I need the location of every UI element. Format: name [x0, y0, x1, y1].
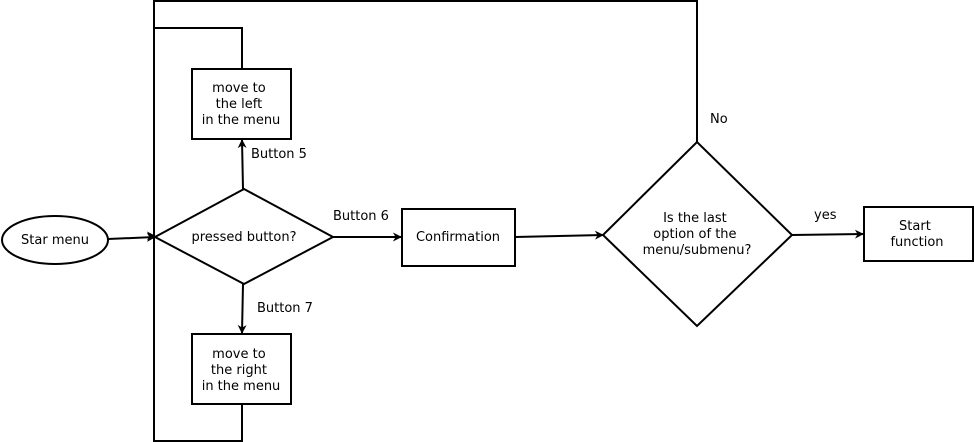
left-loop-line	[154, 27, 243, 69]
button5-label: Button 5	[251, 147, 307, 162]
start-function-label: Start function	[890, 219, 943, 250]
button7-arrow	[237, 283, 247, 334]
start-to-decision-arrow	[107, 232, 156, 242]
right-loop-line	[154, 404, 243, 442]
last-option-label: Is the last option of the menu/submenu?	[643, 211, 752, 258]
button6-label: Button 6	[333, 209, 389, 224]
move-right-label: move to the right in the menu	[202, 347, 281, 394]
yes-label: yes	[814, 208, 837, 223]
no-loop-line	[154, 0, 698, 142]
confirmation-to-decision-arrow	[514, 230, 604, 240]
start-function-box	[863, 206, 974, 262]
confirmation-label: Confirmation	[416, 230, 500, 245]
yes-arrow	[791, 229, 864, 239]
start-menu-node	[1, 215, 109, 265]
start-menu-label: Star menu	[21, 233, 89, 248]
pressed-button-label: pressed button?	[191, 230, 296, 245]
confirmation-box	[401, 208, 516, 267]
move-left-label: move to the left in the menu	[202, 81, 281, 128]
button5-arrow	[237, 139, 247, 190]
button7-label: Button 7	[257, 301, 313, 316]
no-label: No	[710, 112, 728, 127]
move-left-box	[191, 68, 292, 140]
move-right-box	[191, 333, 292, 405]
